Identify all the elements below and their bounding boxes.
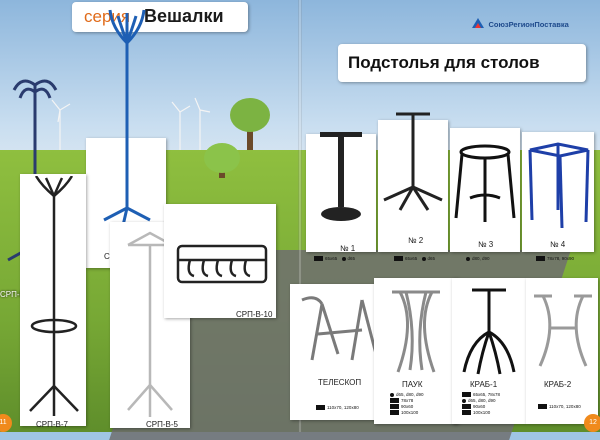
square-top-icon (462, 392, 471, 398)
base-1-spec-round: d65 (347, 256, 356, 261)
round-top-icon (466, 256, 470, 261)
item-code-srp-v5: СРП-В-5 (146, 420, 178, 429)
item-code-srp-v1: СРП-В-1 (0, 290, 32, 299)
round-top-icon (421, 256, 426, 261)
krab-2-specs: 110х70, 120х80 (538, 404, 581, 410)
landscape-decoration (51, 97, 270, 178)
telescope-specs: 110х70, 120х80 (316, 405, 359, 411)
page-heading: Подстолья для столов (348, 53, 540, 72)
pauk-name: ПАУК (402, 380, 423, 389)
square-top-icon (314, 256, 323, 262)
square-top-icon (462, 404, 471, 410)
base-4-name: № 4 (550, 240, 566, 249)
krab-1-specs: 65х65, 78х78 d65, d80, d90 90х60 100х100 (462, 392, 500, 416)
series-title-name: Вешалки (144, 6, 224, 26)
krab-1-name: КРАБ-1 (470, 380, 498, 389)
pauk-spec-round: d65, d80, d90 (396, 392, 424, 397)
pauk-specs: d65, d80, d90 78х78 90х60 100х100 (390, 392, 424, 416)
hanger-srp-v2-image (103, 9, 151, 231)
pauk-spec-square-3: 100х100 (401, 410, 419, 415)
table-base-1-image (320, 132, 362, 221)
base-3-name: № 3 (478, 240, 494, 249)
table-base-2-image (383, 112, 443, 211)
krab-2-spec-square: 110х70, 120х80 (549, 404, 581, 409)
table-base-telescope-image (301, 296, 378, 361)
brand-logo: СоюзРегионПоставка (472, 14, 569, 32)
krab-1-spec-round: d65, d80, d90 (468, 398, 496, 403)
base-2-spec-square: 65х65 (405, 256, 418, 261)
base-1-specs: 65х65 d65 (314, 256, 355, 262)
square-top-icon (462, 410, 471, 416)
item-code-srp-v7: СРП-В-7 (36, 420, 68, 429)
wall-rack-srp-v10-image (176, 244, 268, 284)
pauk-spec-square-2: 90х60 (401, 404, 414, 409)
left-page-number: 11 (0, 414, 12, 432)
krab-2-name: КРАБ-2 (544, 380, 572, 389)
table-base-3-image (454, 144, 516, 222)
krab-1-spec-square-2: 90х60 (473, 404, 486, 409)
brand-triangle-icon (472, 17, 484, 28)
krab-1-spec-square-1: 65х65, 78х78 (473, 392, 501, 397)
round-top-icon (341, 256, 346, 261)
square-top-icon (538, 404, 547, 410)
base-2-spec-round: d65 (427, 256, 436, 261)
heading-box: Подстолья для столов (338, 44, 586, 82)
round-top-icon (390, 392, 394, 397)
telescope-spec-square: 110х70, 120х80 (327, 405, 359, 410)
page-spine (298, 0, 302, 432)
product-card-pauk (374, 278, 458, 424)
table-base-pauk-image (392, 290, 440, 373)
telescope-name: ТЕЛЕСКОП (318, 378, 362, 387)
table-base-4-image (528, 142, 590, 229)
hanger-srp-v7-image (29, 176, 79, 416)
base-2-name: № 2 (408, 236, 424, 245)
right-page-number: 12 (584, 414, 600, 432)
base-3-spec-round: d80, d90 (472, 256, 490, 261)
base-4-specs: 78х78, 90х90 (536, 256, 574, 262)
krab-1-spec-square-3: 100х100 (473, 410, 491, 415)
square-top-icon (390, 398, 399, 404)
square-top-icon (390, 404, 399, 410)
base-1-spec-square: 65х65 (325, 256, 338, 261)
item-code-srp-v10: СРП-В-10 (236, 310, 273, 319)
square-top-icon (536, 256, 545, 262)
pauk-spec-square-1: 78х78 (401, 398, 414, 403)
table-base-krab-1-image (462, 288, 516, 375)
base-1-name: № 1 (340, 244, 356, 253)
brand-name: СоюзРегионПоставка (488, 20, 569, 29)
round-top-icon (462, 398, 466, 403)
base-3-specs: d80, d90 (466, 256, 490, 262)
square-top-icon (316, 405, 325, 411)
square-top-icon (394, 256, 403, 262)
product-card-krab-2 (526, 278, 598, 424)
base-4-spec-square: 78х78, 90х90 (547, 256, 575, 261)
square-top-icon (390, 410, 399, 416)
table-base-krab-2-image (534, 294, 592, 367)
base-2-specs: 65х65 d65 (394, 256, 435, 262)
